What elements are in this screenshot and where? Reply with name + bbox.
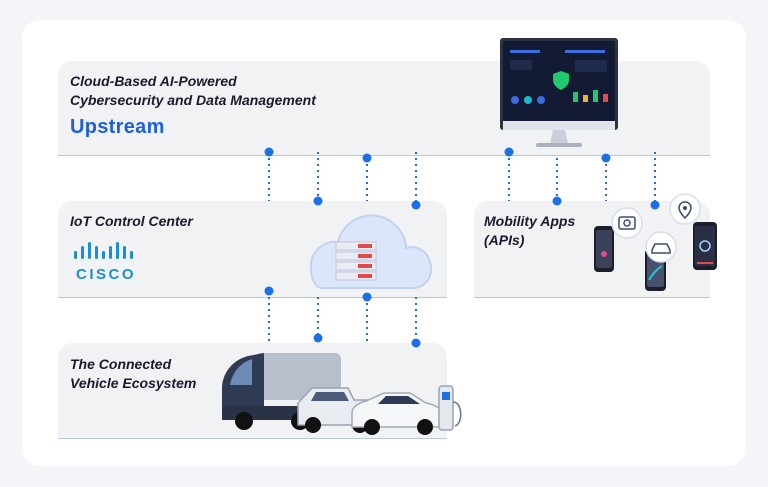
ev-charger-icon (438, 385, 462, 431)
cloud-panel-title: Cloud-Based AI-Powered Cybersecurity and… (70, 73, 316, 108)
sedan-icon (351, 392, 443, 435)
car-badge-icon (645, 231, 677, 263)
monitor-dashboard-icon (500, 38, 618, 147)
vehicle-panel-title: The Connected Vehicle Ecosystem (70, 356, 197, 391)
connector-dots (264, 147, 660, 348)
camera-icon (611, 207, 643, 239)
phone-icon (594, 226, 614, 272)
upstream-logo: Upstream (70, 116, 165, 138)
phone-power-icon (693, 222, 717, 270)
cisco-logo: CISCO (76, 266, 137, 283)
cloud-server-icon (309, 214, 432, 289)
map-pin-icon (669, 193, 701, 225)
iot-panel-title: IoT Control Center (70, 213, 193, 229)
mobility-panel-title: Mobility Apps (APIs) (484, 213, 576, 248)
cisco-bars-icon (74, 242, 133, 259)
connector-lines (268, 152, 656, 343)
